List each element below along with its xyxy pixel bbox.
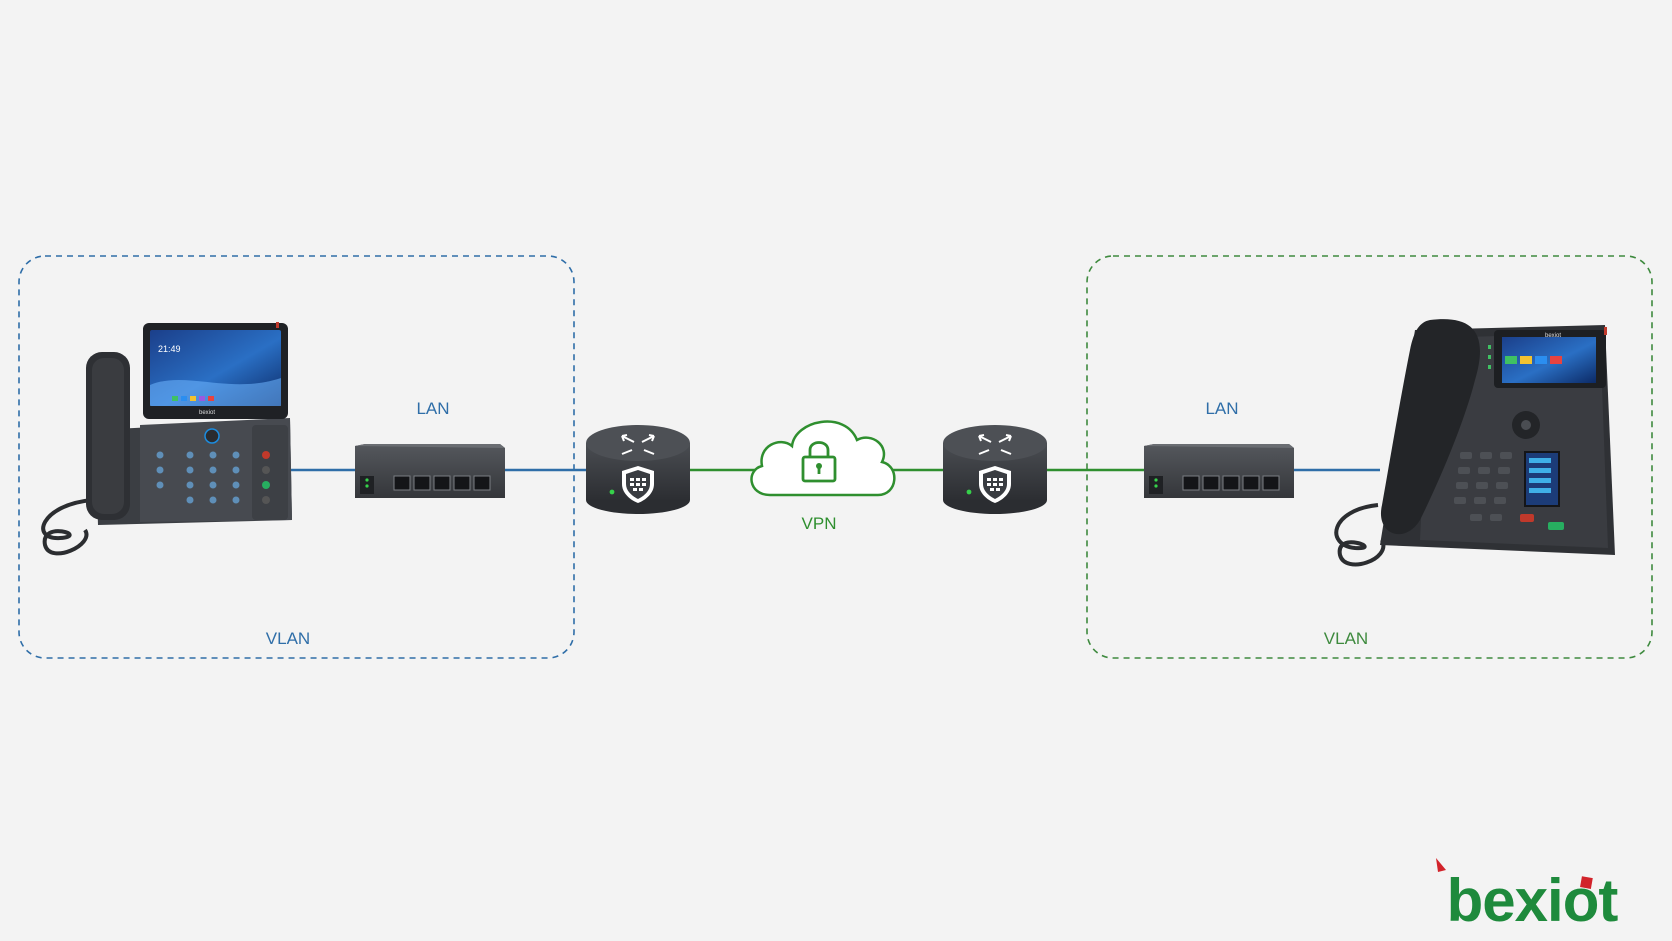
vlan-left-label: VLAN (266, 629, 310, 648)
phone-icon: bexiot (1334, 319, 1615, 567)
lan-right-label: LAN (1205, 399, 1238, 418)
vpn-label: VPN (802, 514, 837, 533)
vlan-left-boundary (18, 255, 575, 659)
lan-left-label: LAN (416, 399, 449, 418)
shield-icon (622, 466, 654, 503)
phone-right-brand: bexiot (1545, 333, 1561, 339)
switch-icon (355, 444, 505, 498)
router-icon (586, 425, 690, 514)
phone-left-brand: bexiot (199, 410, 215, 416)
switch-icon (1144, 444, 1294, 498)
phone-left-time: 21:49 (158, 344, 181, 354)
vlan-right-boundary (1086, 255, 1653, 659)
vlan-right-label: VLAN (1324, 629, 1368, 648)
lock-icon (801, 441, 837, 483)
bexiot-logo-text: bexiot (1447, 867, 1619, 934)
cloud-icon (750, 420, 896, 497)
phone-icon: 21:49 bexiot (41, 322, 292, 556)
shield-icon (979, 466, 1011, 503)
bexiot-logo: bexiot (1436, 858, 1619, 934)
router-icon (943, 425, 1047, 514)
